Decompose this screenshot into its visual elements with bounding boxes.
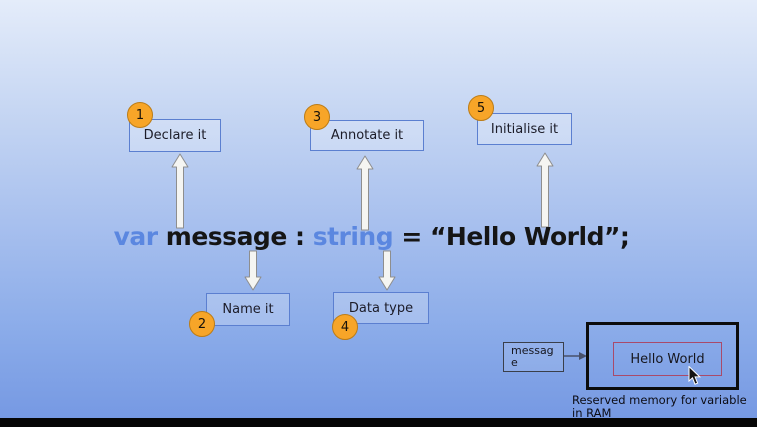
down-arrow-icon	[244, 250, 262, 291]
badge-number: 4	[340, 319, 350, 335]
step-box-declare: Declare it	[129, 119, 221, 152]
memory-variable-box: message	[503, 342, 564, 372]
code-statement: var message : string = “Hello World”;	[0, 222, 743, 251]
bottom-letterbox-bar	[0, 418, 757, 427]
memory-value-label: Hello World	[630, 351, 705, 367]
step-number-badge-3: 3	[304, 104, 330, 130]
up-arrow-icon	[536, 152, 554, 228]
memory-caption: Reserved memory for variable in RAM	[572, 393, 747, 421]
code-type-string: string	[312, 222, 394, 251]
step-box-name: Name it	[206, 293, 290, 326]
step-number-badge-2: 2	[189, 311, 215, 337]
down-arrow-icon	[378, 250, 396, 291]
code-keyword-var: var	[113, 222, 166, 251]
step-number-badge-4: 4	[332, 314, 358, 340]
memory-variable-label: message	[511, 344, 554, 370]
ram-memory-box	[586, 322, 739, 390]
code-assignment: = “Hello World”;	[393, 222, 630, 251]
step-label-name: Name it	[222, 302, 274, 317]
step-number-badge-5: 5	[468, 95, 494, 121]
up-arrow-icon	[356, 155, 374, 231]
memory-value-box: Hello World	[613, 342, 722, 376]
step-label-datatype: Data type	[348, 300, 414, 316]
step-label-annotate: Annotate it	[330, 128, 404, 143]
connector-arrow-icon	[564, 352, 587, 360]
mouse-cursor-icon	[688, 366, 702, 385]
up-arrow-icon	[171, 153, 189, 229]
badge-number: 3	[312, 109, 322, 125]
badge-number: 5	[476, 100, 486, 116]
badge-number: 1	[135, 107, 145, 123]
step-label-declare: Declare it	[143, 128, 207, 143]
step-box-annotate: Annotate it	[310, 120, 424, 151]
step-box-initialise: Initialise it	[477, 113, 572, 145]
code-variable-name: message :	[165, 222, 313, 251]
badge-number: 2	[197, 316, 207, 332]
step-label-initialise: Initialise it	[490, 121, 559, 137]
step-number-badge-1: 1	[127, 102, 153, 128]
